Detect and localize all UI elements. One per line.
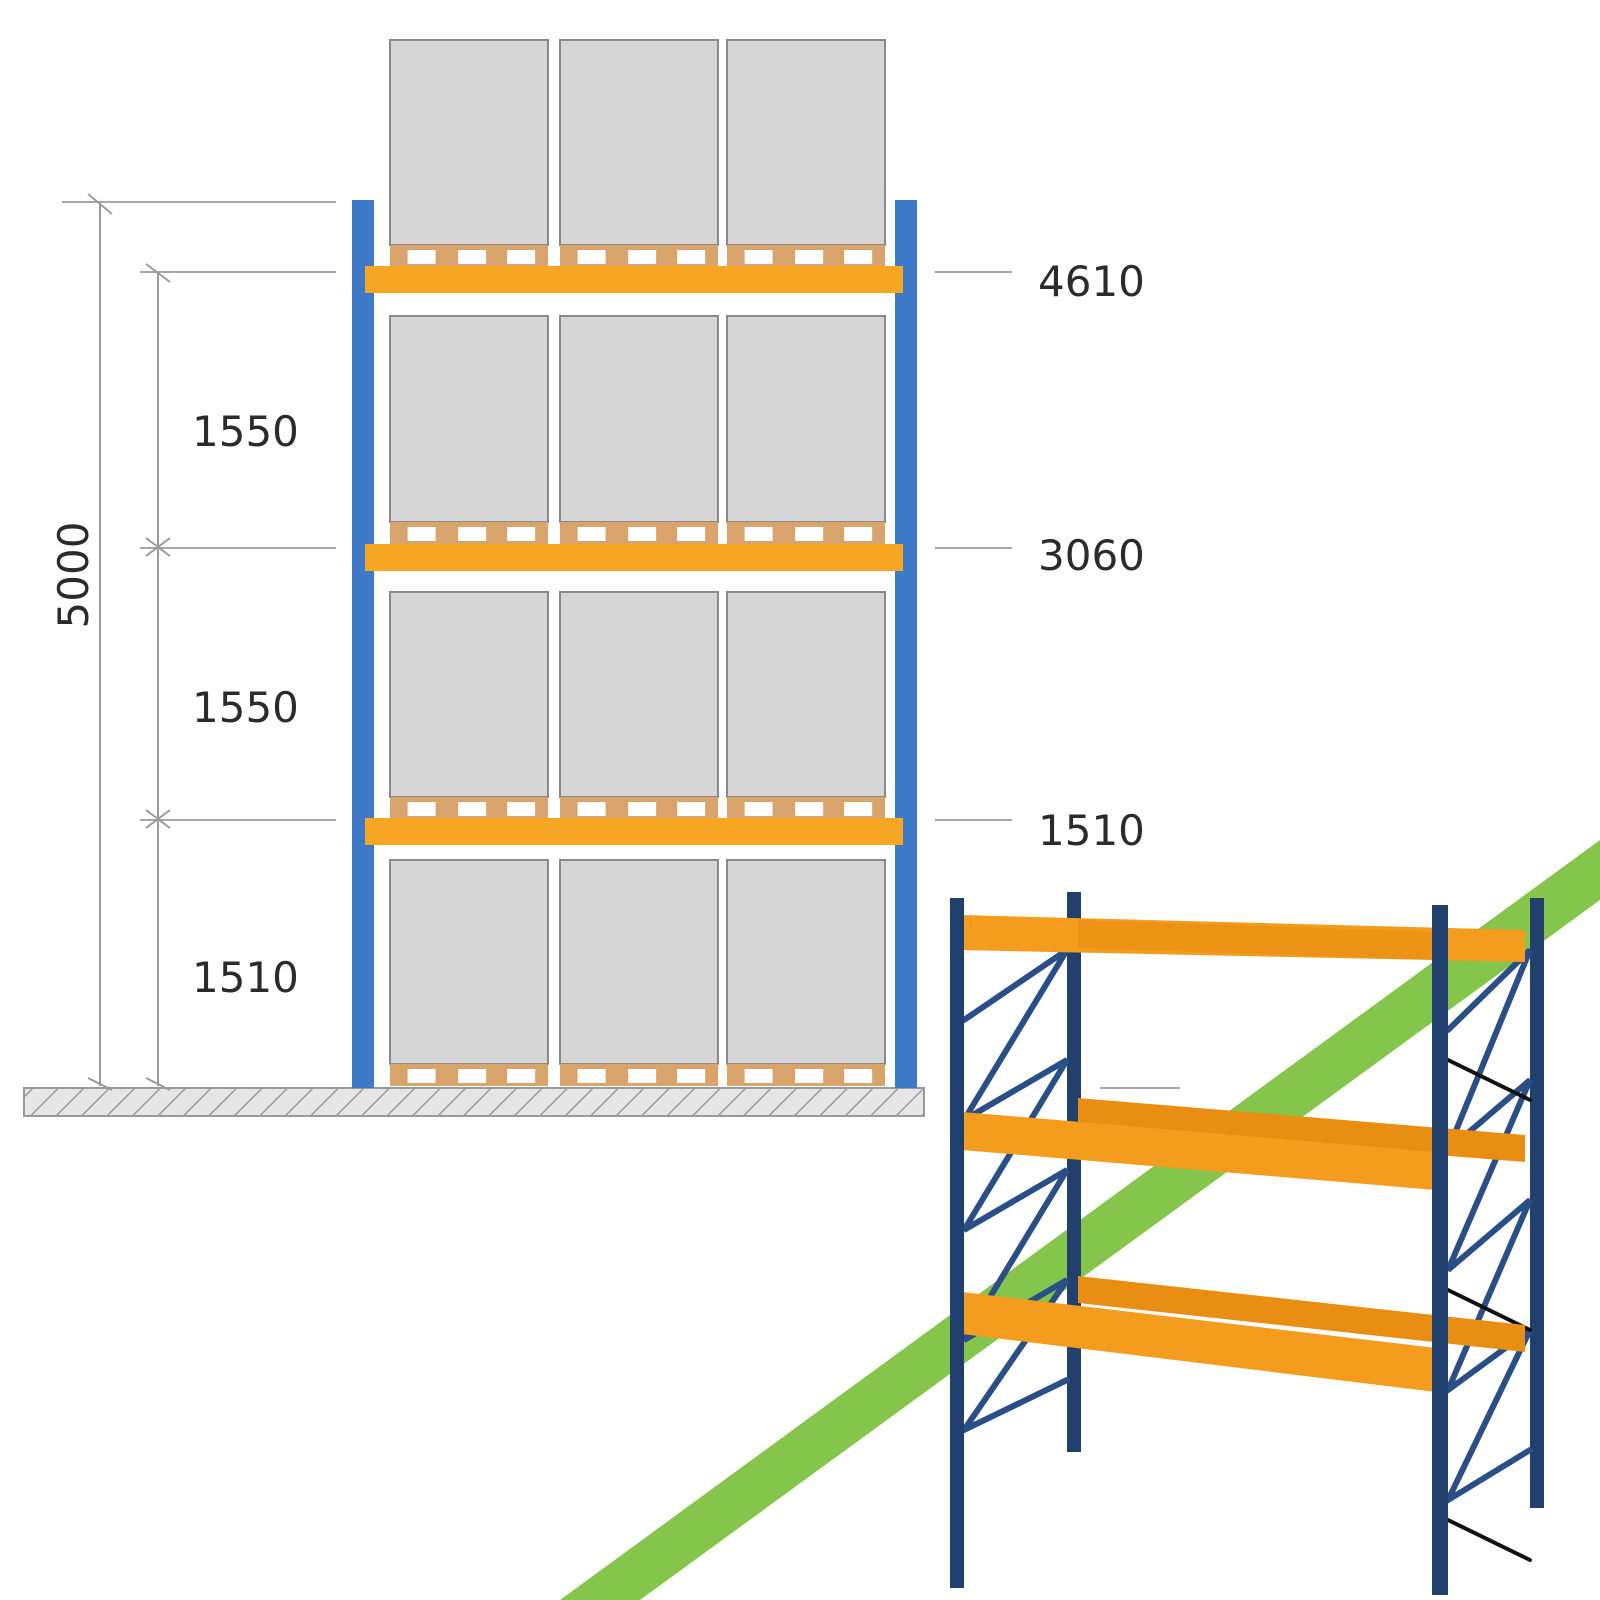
level-label-1510: 1510 — [1038, 806, 1145, 855]
pallet-opening — [677, 527, 706, 541]
pallet-opening — [407, 802, 436, 816]
load-box — [559, 859, 719, 1065]
total-height-label: 5000 — [49, 522, 98, 629]
pallet-opening — [844, 250, 873, 264]
pallet-opening — [677, 250, 706, 264]
load-box — [389, 39, 549, 246]
pallet-opening — [458, 1069, 487, 1083]
pallet-opening — [795, 250, 824, 264]
pallet-opening — [407, 250, 436, 264]
right-upright — [895, 200, 917, 1088]
load-box — [389, 591, 549, 798]
beam-level-1 — [365, 818, 903, 845]
level-label-4610: 4610 — [1038, 257, 1145, 306]
rack-3d-beams — [960, 915, 1525, 1392]
pallet-opening — [677, 1069, 706, 1083]
beam-level-3 — [365, 266, 903, 293]
spacing-label-top: 1550 — [192, 407, 299, 456]
pallet-opening — [628, 250, 657, 264]
floor — [23, 1087, 925, 1117]
spacing-label-bottom: 1510 — [192, 953, 299, 1002]
load-box — [726, 591, 886, 798]
load-box — [559, 39, 719, 246]
load-box — [389, 859, 549, 1065]
pallet-opening — [407, 1069, 436, 1083]
pallet-opening — [577, 527, 606, 541]
load-box — [559, 315, 719, 523]
pallet-opening — [507, 802, 536, 816]
pallet-opening — [744, 1069, 773, 1083]
spacing-dimensions: 1550 1550 1510 — [140, 263, 336, 1091]
pallet-opening — [407, 527, 436, 541]
beam-level-2 — [365, 544, 903, 571]
pallet-opening — [795, 527, 824, 541]
pallet-opening — [577, 250, 606, 264]
rack-3d-illustration — [950, 892, 1544, 1595]
pallet-opening — [628, 527, 657, 541]
pallet-opening — [744, 802, 773, 816]
pallet-opening — [677, 802, 706, 816]
pallet-opening — [507, 1069, 536, 1083]
spacing-label-middle: 1550 — [192, 683, 299, 732]
left-upright — [352, 200, 374, 1088]
level-labels: 4610 3060 1510 — [935, 257, 1145, 855]
pallet-opening — [844, 1069, 873, 1083]
pallet-opening — [844, 802, 873, 816]
load-box — [389, 315, 549, 523]
load-box — [559, 591, 719, 798]
pallet-opening — [744, 250, 773, 264]
pallet-opening — [795, 1069, 824, 1083]
level-label-3060: 3060 — [1038, 531, 1145, 580]
pallet-opening — [628, 1069, 657, 1083]
pallet-opening — [507, 527, 536, 541]
pallet-loads — [389, 39, 886, 1086]
pallet-opening — [458, 527, 487, 541]
pallet-opening — [458, 802, 487, 816]
pallet-opening — [744, 527, 773, 541]
beams — [365, 266, 903, 845]
pallet-opening — [507, 250, 536, 264]
pallet-opening — [577, 802, 606, 816]
load-box — [726, 859, 886, 1065]
pallet-opening — [844, 527, 873, 541]
pallet-opening — [458, 250, 487, 264]
pallet-opening — [577, 1069, 606, 1083]
pallet-opening — [795, 802, 824, 816]
total-height-dimension: 5000 — [49, 193, 336, 1091]
pallet-opening — [628, 802, 657, 816]
load-box — [726, 39, 886, 246]
load-box — [726, 315, 886, 523]
